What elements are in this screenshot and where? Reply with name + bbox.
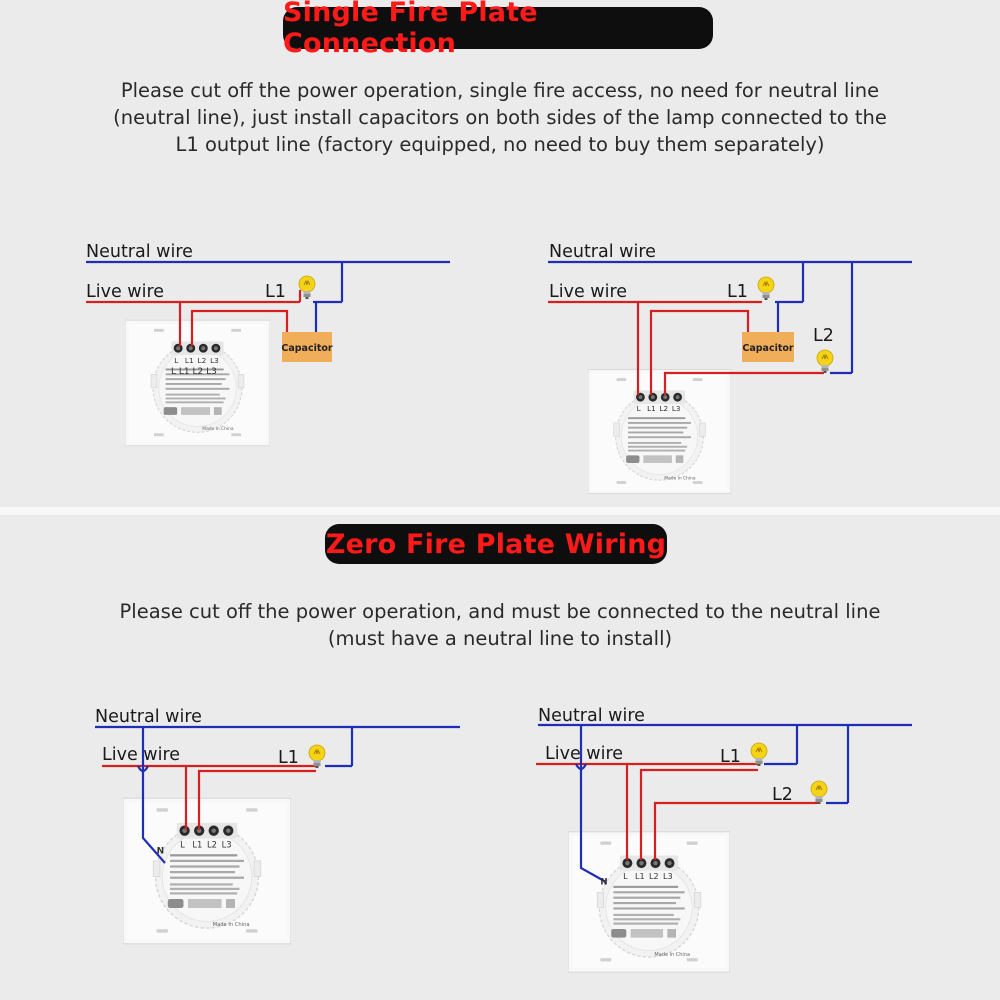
terminal-l1-label: L1 bbox=[647, 404, 656, 413]
l1-bulb-icon bbox=[298, 275, 316, 300]
l1-label: L1 bbox=[720, 747, 741, 767]
description-line: Please cut off the power operation, sing… bbox=[120, 79, 880, 102]
diagram-single-fire-2gang: Capacitor Neutral wire Live wire L1 L2 bbox=[548, 242, 912, 495]
live-wire-label: Live wire bbox=[545, 744, 623, 764]
l1-bulb-icon bbox=[757, 276, 775, 301]
made-in-china-text: Made in China bbox=[213, 922, 250, 928]
capacitor-label: Capacitor bbox=[281, 343, 333, 354]
capacitor-label: Capacitor bbox=[742, 343, 794, 354]
made-in-china-text: Made in China bbox=[664, 476, 696, 482]
single-fire-title: Single Fire Plate Connection bbox=[283, 0, 713, 59]
terminal-l-label: L bbox=[637, 404, 641, 413]
capacitor-box bbox=[282, 332, 332, 362]
switch-panel bbox=[123, 797, 291, 945]
description-line: L1 output line (factory equipped, no nee… bbox=[175, 133, 825, 156]
terminal-l3-label: L3 bbox=[210, 356, 219, 365]
section-divider bbox=[0, 507, 1000, 515]
l1-label: L1 bbox=[265, 282, 286, 302]
neutral-wire-label: Neutral wire bbox=[549, 242, 656, 262]
terminal-n-label: N bbox=[157, 847, 165, 857]
terminal-l1-label: L1 bbox=[185, 356, 194, 365]
terminal-l1-label: L1 bbox=[192, 840, 202, 850]
terminal-l3-label: L3 bbox=[663, 871, 673, 881]
l2-label: L2 bbox=[813, 326, 834, 346]
l2-bulb-icon bbox=[810, 780, 828, 805]
l1-bulb-icon bbox=[750, 742, 768, 767]
l1-label: L1 bbox=[278, 748, 299, 768]
description-line: Please cut off the power operation, and … bbox=[119, 600, 881, 623]
description-line: (must have a neutral line to install) bbox=[327, 627, 673, 650]
terminal-l1-label: L1 bbox=[635, 871, 645, 881]
l2-bulb-icon bbox=[816, 349, 834, 374]
l1-label: L1 bbox=[727, 282, 748, 302]
terminal-labels: L L1 L2 L3 bbox=[171, 367, 217, 377]
terminal-l3-label: L3 bbox=[222, 840, 232, 850]
neutral-wire-label: Neutral wire bbox=[86, 242, 193, 262]
terminal-l3-label: L3 bbox=[672, 404, 681, 413]
diagram-zero-fire-2gang: Neutral wire Live wire L1 L2 bbox=[536, 706, 912, 973]
diagram-zero-fire-1gang: Neutral wire Live wire L1 bbox=[95, 707, 460, 945]
diagram-single-fire-1gang: Capacitor Neutral wire Live wire L1 L L1… bbox=[86, 242, 450, 447]
terminal-l2-label: L2 bbox=[207, 840, 217, 850]
switch-panel bbox=[568, 831, 730, 973]
neutral-wire-label: Neutral wire bbox=[95, 707, 202, 727]
zero-fire-description: Please cut off the power operation, and … bbox=[40, 598, 960, 652]
live-wire-label: Live wire bbox=[86, 282, 164, 302]
l2-label: L2 bbox=[772, 785, 793, 805]
terminal-l2-label: L2 bbox=[649, 871, 659, 881]
terminal-n-label: N bbox=[600, 878, 607, 888]
live-wire-label: Live wire bbox=[102, 745, 180, 765]
made-in-china-text: Made in China bbox=[202, 426, 234, 432]
terminal-l2-label: L2 bbox=[198, 356, 207, 365]
made-in-china-text: Made in China bbox=[654, 952, 690, 958]
description-line: (neutral line), just install capacitors … bbox=[113, 106, 887, 129]
zero-fire-title: Zero Fire Plate Wiring bbox=[325, 524, 667, 564]
neutral-wire-label: Neutral wire bbox=[538, 706, 645, 726]
terminal-l-label: L bbox=[623, 871, 628, 881]
capacitor-box bbox=[742, 332, 794, 362]
terminal-l-label: L bbox=[180, 840, 185, 850]
switch-panel bbox=[588, 368, 731, 495]
switch-panel bbox=[125, 319, 270, 447]
l1-bulb-icon bbox=[308, 744, 326, 769]
live-wire-label: Live wire bbox=[549, 282, 627, 302]
terminal-l2-label: L2 bbox=[660, 404, 669, 413]
single-fire-description: Please cut off the power operation, sing… bbox=[40, 77, 960, 158]
terminal-l-label: L bbox=[174, 356, 179, 365]
